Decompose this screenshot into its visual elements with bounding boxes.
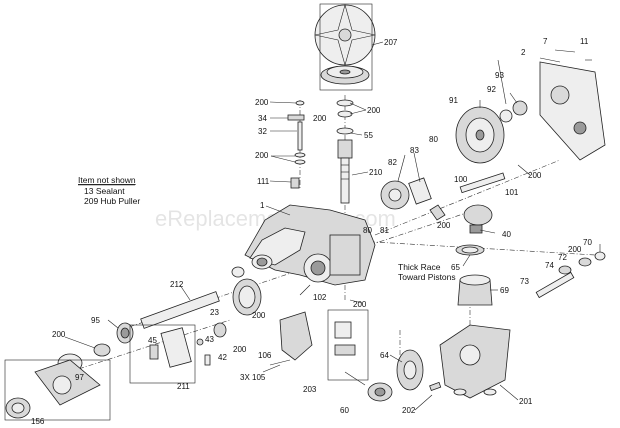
- label-82: 82: [388, 158, 397, 167]
- center-section: [429, 324, 511, 399]
- label-200-g: 200: [568, 245, 582, 254]
- label-60: 60: [340, 406, 349, 415]
- label-43: 43: [205, 335, 214, 344]
- label-93: 93: [495, 71, 504, 80]
- label-211: 211: [177, 382, 190, 391]
- axle-assembly: [140, 278, 262, 338]
- label-200-k: 200: [233, 345, 247, 354]
- output-shaft-parts: [457, 251, 606, 306]
- label-102: 102: [313, 293, 327, 302]
- label-70: 70: [583, 238, 592, 247]
- label-83: 83: [410, 146, 419, 155]
- label-207: 207: [384, 38, 398, 47]
- label-101: 101: [505, 188, 519, 197]
- label-23: 23: [210, 308, 219, 317]
- cylinder-block: [367, 349, 424, 402]
- label-200-e: 200: [528, 171, 542, 180]
- input-shaft-stack: [336, 99, 354, 204]
- fan-pulley-assembly: [314, 3, 376, 91]
- label-212: 212: [170, 280, 184, 289]
- label-69: 69: [500, 286, 509, 295]
- label-92: 92: [487, 85, 496, 94]
- side-cover: [539, 49, 606, 161]
- label-64: 64: [380, 351, 389, 360]
- label-80-b: 80: [363, 226, 372, 235]
- label-200-i: 200: [252, 311, 266, 320]
- main-housing: [231, 204, 376, 286]
- label-200-j: 200: [52, 330, 66, 339]
- wheel-hub-assembly: [4, 322, 134, 421]
- label-156: 156: [31, 417, 45, 426]
- label-11: 11: [580, 37, 589, 46]
- brake-arm-parts: [279, 309, 369, 381]
- part-number-labels: 207 200 200 34 200 32 55 200 111 210 1 8…: [31, 37, 592, 426]
- label-73: 73: [520, 277, 529, 286]
- label-2: 2: [521, 48, 526, 57]
- label-111: 111: [257, 177, 270, 186]
- label-106: 106: [258, 351, 272, 360]
- label-203: 203: [303, 385, 317, 394]
- note-title: Item not shown: [78, 175, 136, 185]
- label-74: 74: [545, 261, 554, 270]
- label-65: 65: [451, 263, 460, 272]
- label-42: 42: [218, 353, 227, 362]
- motion-control-shaft: [429, 172, 506, 256]
- bypass-parts: [287, 100, 306, 189]
- gear-set: [380, 100, 528, 210]
- label-200-b: 200: [367, 106, 381, 115]
- label-200-a: 200: [255, 98, 269, 107]
- label-3x105: 3X 105: [240, 373, 266, 382]
- label-80-a: 80: [429, 135, 438, 144]
- label-32: 32: [258, 127, 267, 136]
- label-200-h: 200: [353, 300, 367, 309]
- label-1: 1: [260, 201, 265, 210]
- label-95: 95: [91, 316, 100, 325]
- thick-race-text-2: Toward Pistons: [398, 272, 456, 282]
- label-202: 202: [402, 406, 416, 415]
- label-72: 72: [558, 253, 567, 262]
- label-55: 55: [364, 131, 373, 140]
- note-line-1: 13 Sealant: [84, 186, 125, 196]
- label-100: 100: [454, 175, 468, 184]
- leader-lines: [64, 41, 601, 411]
- label-7: 7: [543, 37, 548, 46]
- label-97: 97: [75, 373, 84, 382]
- label-91: 91: [449, 96, 458, 105]
- label-200-c: 200: [313, 114, 327, 123]
- label-210: 210: [369, 168, 383, 177]
- brake-assembly: [129, 324, 211, 384]
- label-200-d: 200: [255, 151, 269, 160]
- label-45: 45: [148, 336, 157, 345]
- label-81: 81: [380, 226, 389, 235]
- label-40: 40: [502, 230, 511, 239]
- label-34: 34: [258, 114, 267, 123]
- label-200-f: 200: [437, 221, 451, 230]
- item-not-shown-note: Item not shown 13 Sealant 209 Hub Puller: [78, 175, 140, 206]
- note-line-2: 209 Hub Puller: [84, 196, 140, 206]
- thick-race-text-1: Thick Race: [398, 262, 441, 272]
- label-201: 201: [519, 397, 533, 406]
